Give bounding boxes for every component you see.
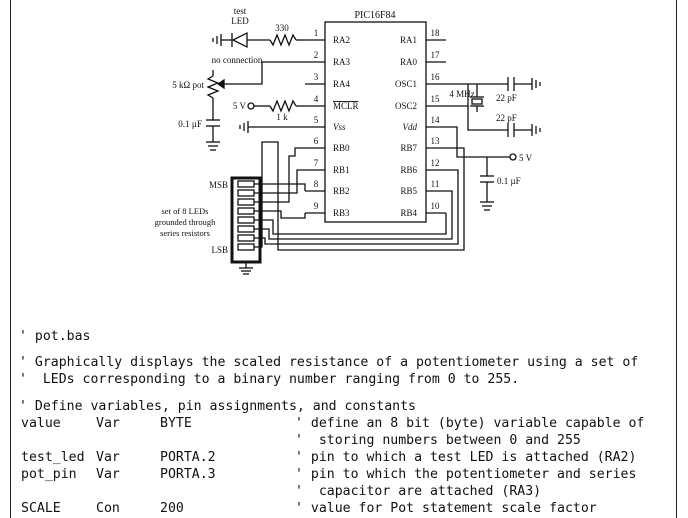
var-comment: ' capacitor are attached (RA3) bbox=[295, 484, 542, 499]
var-comment: ' value for Pot statement scale factor bbox=[295, 501, 597, 516]
test-led-diode bbox=[231, 31, 248, 49]
pot-label: 5 kΩ pot bbox=[172, 80, 204, 90]
led-note-1: set of 8 LEDs bbox=[162, 206, 209, 216]
pic-chip-body bbox=[324, 21, 427, 223]
pin-num: 4 bbox=[314, 94, 319, 104]
var-comment: ' pin to which the potentiometer and ser… bbox=[295, 467, 637, 482]
lsb-label: LSB bbox=[211, 245, 228, 255]
pin-name: RB7 bbox=[400, 143, 417, 153]
pin-num: 15 bbox=[431, 94, 441, 104]
pin-name: RA3 bbox=[333, 57, 351, 67]
var-name: pot_pin bbox=[21, 467, 77, 482]
chip-label: PIC16F84 bbox=[354, 10, 395, 21]
mhz-label: 4 MHz bbox=[449, 89, 474, 99]
led-note-3: series resistors bbox=[160, 228, 210, 238]
v5-left-label: 5 V bbox=[233, 101, 247, 111]
var-type: PORTA.3 bbox=[160, 467, 216, 482]
var-kind: Var bbox=[96, 416, 120, 431]
led-note-2: grounded through bbox=[155, 217, 216, 227]
figure-frame bbox=[10, 0, 677, 518]
pin-name: MCLR bbox=[333, 101, 359, 111]
pin-name: RB4 bbox=[400, 208, 417, 218]
pin-name: RB6 bbox=[400, 165, 417, 175]
pin-name: Vss bbox=[333, 122, 346, 132]
pin-name: RB2 bbox=[333, 186, 350, 196]
pin-num: 10 bbox=[431, 201, 441, 211]
pin-name: RB3 bbox=[333, 208, 350, 218]
resistor-1k bbox=[269, 99, 297, 113]
var-comment: ' pin to which a test LED is attached (R… bbox=[295, 450, 637, 465]
msb-label: MSB bbox=[209, 180, 228, 190]
var-type: PORTA.2 bbox=[160, 450, 216, 465]
test-led-label-2: LED bbox=[231, 16, 249, 26]
pin-num: 2 bbox=[314, 50, 319, 60]
code-line: ' pot.bas bbox=[19, 329, 91, 344]
code-line: ' Define variables, pin assignments, and… bbox=[19, 399, 416, 414]
code-line: ' Graphically displays the scaled resist… bbox=[19, 355, 639, 370]
var-kind: Var bbox=[96, 467, 120, 482]
pin-name: RA0 bbox=[400, 57, 418, 67]
test-led-label-1: test bbox=[234, 6, 247, 16]
pin-num: 9 bbox=[314, 201, 319, 211]
pin-num: 14 bbox=[431, 115, 441, 125]
resistor-330-label: 330 bbox=[275, 23, 289, 33]
var-comment: ' define an 8 bit (byte) variable capabl… bbox=[295, 416, 645, 431]
var-kind: Var bbox=[96, 450, 120, 465]
pin-num: 11 bbox=[431, 179, 440, 189]
var-name: value bbox=[21, 416, 61, 431]
var-kind: Con bbox=[96, 501, 120, 516]
pin-num: 17 bbox=[431, 50, 441, 60]
cap-right-label: 0.1 µF bbox=[497, 176, 521, 186]
r1k-label: 1 k bbox=[276, 112, 288, 122]
resistor-330 bbox=[269, 33, 297, 47]
pin-name: OSC1 bbox=[395, 79, 417, 89]
pin-name: RA2 bbox=[333, 35, 350, 45]
cap-left-label: 0.1 µF bbox=[178, 119, 202, 129]
pin-name: RB5 bbox=[400, 186, 417, 196]
cap-22-top-label: 22 pF bbox=[496, 93, 517, 103]
var-name: SCALE bbox=[21, 501, 61, 516]
pin-num: 8 bbox=[314, 179, 319, 189]
code-line: ' LEDs corresponding to a binary number … bbox=[19, 372, 520, 387]
pin-num: 12 bbox=[431, 158, 440, 168]
pin-num: 18 bbox=[431, 28, 441, 38]
pin-name: RB1 bbox=[333, 165, 350, 175]
pin-name: Vdd bbox=[403, 122, 418, 132]
pin-name: OSC2 bbox=[395, 101, 417, 111]
pin-num: 3 bbox=[314, 72, 319, 82]
cap-22-bottom-label: 22 pF bbox=[496, 113, 517, 123]
pin-num: 1 bbox=[314, 28, 319, 38]
pin-num: 13 bbox=[431, 136, 441, 146]
pin-name: RB0 bbox=[333, 143, 350, 153]
var-type: 200 bbox=[160, 501, 184, 516]
var-type: BYTE bbox=[160, 416, 192, 431]
pin-num: 5 bbox=[314, 115, 319, 125]
pin-num: 16 bbox=[431, 72, 441, 82]
pin-num: 6 bbox=[314, 136, 319, 146]
v5-right-label: 5 V bbox=[519, 153, 533, 163]
pin-num: 7 bbox=[314, 158, 319, 168]
pin-name: RA4 bbox=[333, 79, 351, 89]
var-name: test_led bbox=[21, 450, 85, 465]
no-connection-label: no connection bbox=[212, 55, 263, 65]
var-comment: ' storing numbers between 0 and 255 bbox=[295, 433, 581, 448]
pin-name: RA1 bbox=[400, 35, 417, 45]
pot-resistor bbox=[206, 75, 220, 99]
